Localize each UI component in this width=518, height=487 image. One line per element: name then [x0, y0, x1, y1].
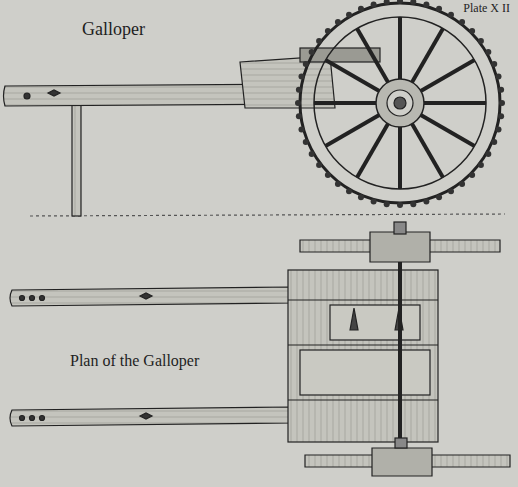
rim-stud	[469, 28, 475, 34]
rim-stud	[384, 0, 390, 5]
rim-stud	[335, 181, 341, 187]
rim-stud	[316, 38, 322, 44]
carriage-body	[288, 270, 438, 442]
rim-stud	[371, 199, 377, 205]
figure-title: Galloper	[80, 20, 147, 40]
prop-leg	[72, 98, 81, 216]
rim-stud	[298, 74, 304, 80]
rim-stud	[397, 202, 403, 208]
spoke	[421, 115, 475, 146]
rim-stud	[491, 61, 497, 67]
rim-stud	[298, 126, 304, 132]
plan-view	[10, 222, 510, 476]
upper-wheel	[300, 222, 500, 262]
rim-stud	[459, 181, 465, 187]
rim-stud	[496, 126, 502, 132]
rim-stud	[485, 151, 491, 157]
rim-stud	[303, 139, 309, 145]
rim-stud	[303, 61, 309, 67]
rim-stud	[478, 162, 484, 168]
rim-stud	[478, 38, 484, 44]
rim-stud	[358, 6, 364, 12]
rim-stud	[384, 201, 390, 207]
rim-stud	[397, 0, 403, 4]
rim-stud	[346, 12, 352, 18]
rim-stud	[295, 100, 301, 106]
rim-stud	[296, 87, 302, 93]
spoke	[424, 101, 486, 105]
cheek-block	[240, 56, 335, 108]
rim-stud	[423, 1, 429, 7]
rim-stud	[459, 19, 465, 25]
spoke	[412, 29, 443, 83]
rim-stud	[309, 151, 315, 157]
rim-stud	[436, 194, 442, 200]
rim-stud	[346, 188, 352, 194]
lower-wheel	[305, 438, 510, 476]
rim-stud	[448, 188, 454, 194]
lower-shaft	[10, 407, 292, 426]
wheel	[295, 0, 505, 208]
spoke	[412, 124, 443, 178]
rim-stud	[410, 0, 416, 5]
rim-stud	[498, 87, 504, 93]
spoke	[398, 127, 402, 189]
ground-line	[30, 214, 505, 216]
rim-stud	[325, 172, 331, 178]
spoke	[398, 17, 402, 79]
rim-stud	[498, 113, 504, 119]
side-view	[4, 0, 506, 216]
spoke	[326, 60, 380, 91]
rim-stud	[485, 49, 491, 55]
spoke	[357, 29, 388, 83]
rim-stud	[496, 74, 502, 80]
rim-stud	[325, 28, 331, 34]
rim-stud	[335, 19, 341, 25]
spoke	[326, 115, 380, 146]
rim-stud	[410, 201, 416, 207]
spoke	[314, 101, 376, 105]
figure-title: Plan of the Galloper	[68, 352, 201, 370]
plate-number: Plate X II	[461, 2, 512, 15]
rim-stud	[358, 194, 364, 200]
rim-stud	[309, 49, 315, 55]
upper-shaft	[10, 287, 292, 306]
rim-stud	[296, 113, 302, 119]
rim-stud	[491, 139, 497, 145]
rim-stud	[469, 172, 475, 178]
rim-stud	[371, 1, 377, 7]
rim-stud	[436, 6, 442, 12]
rim-stud	[423, 199, 429, 205]
rim-stud	[316, 162, 322, 168]
spoke	[357, 124, 388, 178]
spoke	[421, 60, 475, 91]
axle	[398, 258, 402, 455]
rim-stud	[448, 12, 454, 18]
rim-stud	[499, 100, 505, 106]
